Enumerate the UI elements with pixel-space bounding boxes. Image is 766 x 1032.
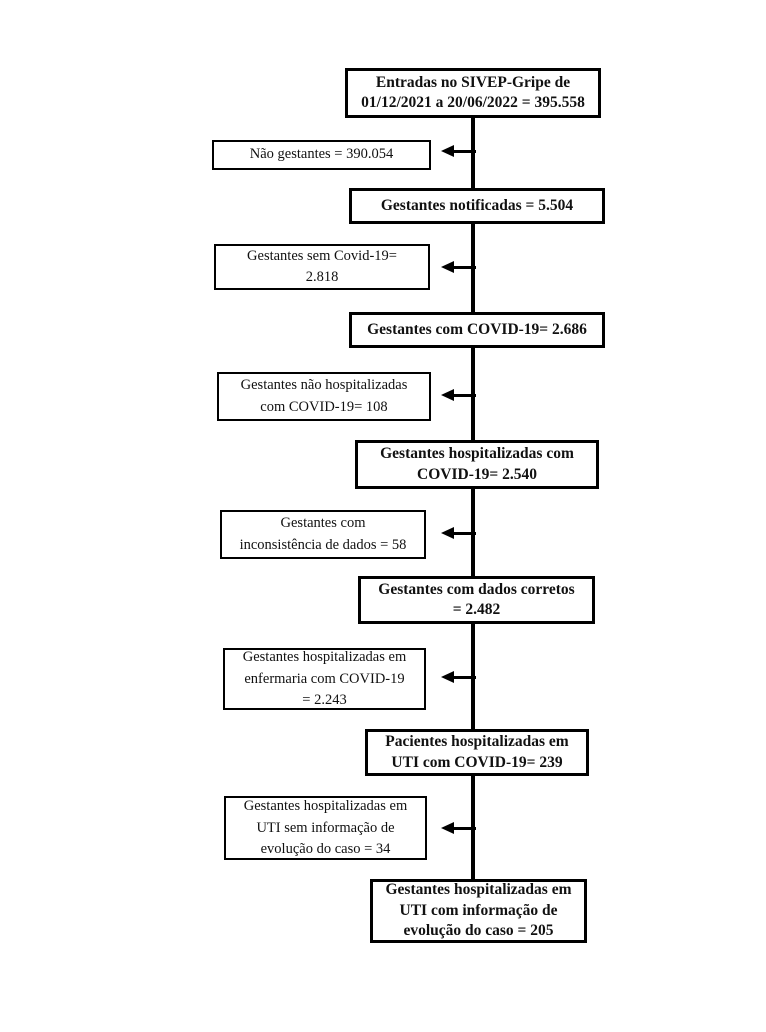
arrow-to-excluded-2 bbox=[441, 261, 476, 273]
box-inconsistencia-dados-text: Gestantes com inconsistência de dados = … bbox=[239, 515, 407, 553]
arrow-left-head-icon bbox=[441, 389, 454, 401]
box-nao-gestantes-text: Não gestantes = 390.054 bbox=[249, 146, 394, 163]
arrow-left-head-icon bbox=[441, 671, 454, 683]
box-enfermaria-text: Gestantes hospitalizadas em enfermaria c… bbox=[242, 649, 407, 708]
arrow-shaft bbox=[451, 827, 476, 830]
box-uti-covid-text: Pacientes hospitalizadas em UTI com COVI… bbox=[385, 733, 569, 771]
arrow-to-excluded-3 bbox=[441, 389, 476, 401]
box-gestantes-com-covid: Gestantes com COVID-19= 2.686 bbox=[349, 312, 605, 348]
box-nao-hospitalizadas: Gestantes não hospitalizadas com COVID-1… bbox=[217, 372, 431, 421]
box-nao-gestantes: Não gestantes = 390.054 bbox=[212, 140, 431, 170]
arrow-left-head-icon bbox=[441, 527, 454, 539]
box-entradas-sivep-text: Entradas no SIVEP-Gripe de 01/12/2021 a … bbox=[361, 73, 585, 111]
box-sem-covid-text: Gestantes sem Covid-19= 2.818 bbox=[247, 247, 397, 285]
box-uti-sem-informacao-text: Gestantes hospitalizadas em UTI sem info… bbox=[243, 798, 408, 857]
box-hospitalizadas-covid-text: Gestantes hospitalizadas com COVID-19= 2… bbox=[380, 445, 574, 483]
box-uti-sem-informacao: Gestantes hospitalizadas em UTI sem info… bbox=[224, 796, 427, 860]
box-enfermaria: Gestantes hospitalizadas em enfermaria c… bbox=[223, 648, 426, 710]
arrow-shaft bbox=[451, 266, 476, 269]
box-dados-corretos-text: Gestantes com dados corretos = 2.482 bbox=[378, 580, 575, 618]
box-uti-com-informacao: Gestantes hospitalizadas em UTI com info… bbox=[370, 879, 587, 943]
box-dados-corretos: Gestantes com dados corretos = 2.482 bbox=[358, 576, 595, 624]
box-sem-covid: Gestantes sem Covid-19= 2.818 bbox=[214, 244, 430, 290]
arrow-shaft bbox=[451, 150, 476, 153]
arrow-shaft bbox=[451, 532, 476, 535]
box-uti-com-informacao-text: Gestantes hospitalizadas em UTI com info… bbox=[385, 881, 572, 940]
box-gestantes-com-covid-text: Gestantes com COVID-19= 2.686 bbox=[367, 320, 587, 338]
flow-spine-line bbox=[471, 115, 475, 881]
arrow-left-head-icon bbox=[441, 822, 454, 834]
arrow-shaft bbox=[451, 394, 476, 397]
arrow-to-excluded-4 bbox=[441, 527, 476, 539]
arrow-shaft bbox=[451, 676, 476, 679]
box-uti-covid: Pacientes hospitalizadas em UTI com COVI… bbox=[365, 729, 589, 776]
arrow-left-head-icon bbox=[441, 145, 454, 157]
box-gestantes-notificadas: Gestantes notificadas = 5.504 bbox=[349, 188, 605, 224]
arrow-left-head-icon bbox=[441, 261, 454, 273]
arrow-to-excluded-1 bbox=[441, 145, 476, 157]
arrow-to-excluded-5 bbox=[441, 671, 476, 683]
box-nao-hospitalizadas-text: Gestantes não hospitalizadas com COVID-1… bbox=[240, 377, 408, 415]
box-inconsistencia-dados: Gestantes com inconsistência de dados = … bbox=[220, 510, 426, 559]
box-hospitalizadas-covid: Gestantes hospitalizadas com COVID-19= 2… bbox=[355, 440, 599, 489]
box-entradas-sivep: Entradas no SIVEP-Gripe de 01/12/2021 a … bbox=[345, 68, 601, 118]
box-gestantes-notificadas-text: Gestantes notificadas = 5.504 bbox=[380, 196, 574, 214]
arrow-to-excluded-6 bbox=[441, 822, 476, 834]
